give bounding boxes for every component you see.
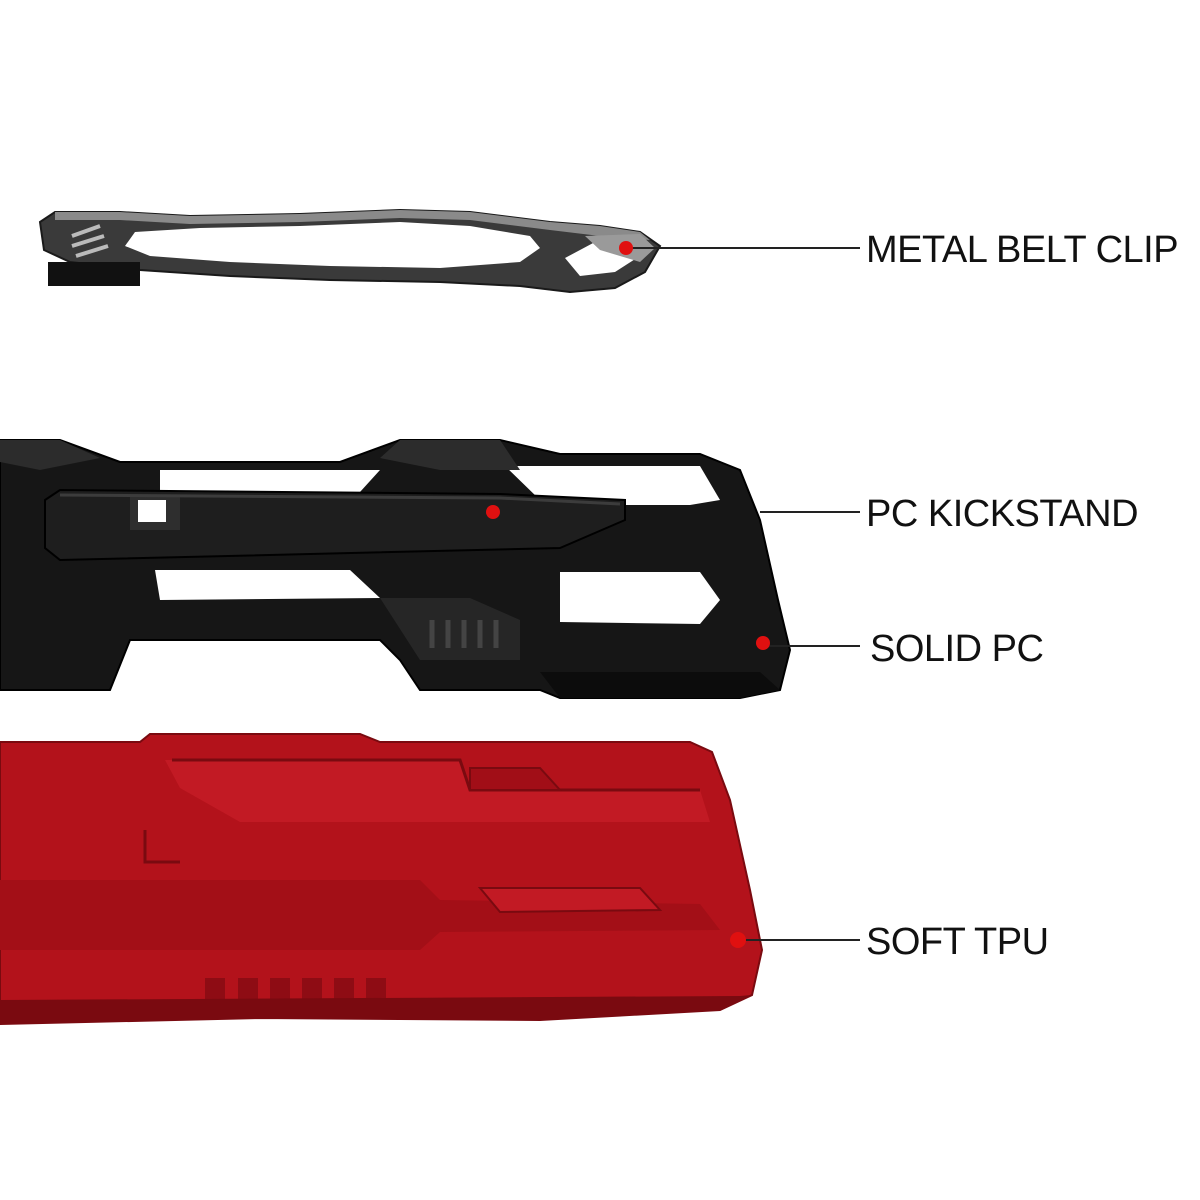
metal-belt-clip-part bbox=[38, 208, 662, 294]
marker-dot bbox=[756, 636, 770, 650]
callout-soft-tpu bbox=[730, 932, 860, 948]
pc-kickstand-part bbox=[44, 488, 626, 562]
callout-pc-kickstand bbox=[486, 505, 860, 519]
belt-clip-cutout bbox=[125, 222, 540, 268]
kickstand-bar bbox=[44, 488, 626, 562]
label-soft-tpu: SOFT TPU bbox=[866, 921, 1049, 963]
marker-dot bbox=[730, 932, 746, 948]
marker-dot bbox=[619, 241, 633, 255]
solid-pc-part bbox=[0, 439, 792, 699]
callout-metal-belt-clip bbox=[619, 241, 860, 255]
soft-tpu-part bbox=[0, 733, 764, 1026]
callout-solid-pc bbox=[756, 636, 860, 650]
label-metal-belt-clip: METAL BELT CLIP bbox=[866, 229, 1178, 271]
label-pc-kickstand: PC KICKSTAND bbox=[866, 493, 1138, 535]
label-solid-pc: SOLID PC bbox=[870, 628, 1043, 670]
marker-dot bbox=[486, 505, 500, 519]
